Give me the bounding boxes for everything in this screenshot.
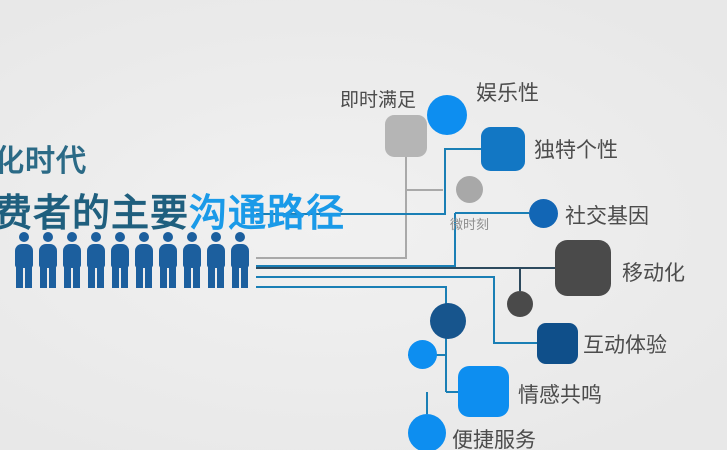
person-head — [235, 232, 245, 242]
person-body — [159, 244, 177, 268]
person-head — [67, 232, 77, 242]
node-interactive-experience[interactable] — [537, 323, 578, 364]
person-leg-r — [97, 265, 104, 288]
person-leg-r — [193, 265, 200, 288]
person-body — [231, 244, 249, 268]
person-body — [63, 244, 81, 268]
person-leg-r — [49, 265, 56, 288]
node-entertainment[interactable] — [427, 95, 467, 135]
node-label-emotional-resonance: 情感共鸣 — [518, 384, 602, 407]
person-icon — [134, 232, 154, 288]
node-mobilization[interactable] — [555, 240, 611, 296]
node-label-unique-personality: 独特个性 — [534, 139, 618, 162]
person-leg-l — [112, 265, 119, 288]
page-title-line-1: 化时代 — [0, 145, 87, 178]
person-body — [15, 244, 33, 268]
person-leg-r — [73, 265, 80, 288]
person-leg-r — [217, 265, 224, 288]
person-leg-l — [64, 265, 71, 288]
person-body — [111, 244, 129, 268]
person-head — [187, 232, 197, 242]
consumer-people-group — [14, 232, 250, 288]
person-leg-l — [232, 265, 239, 288]
node-label-mobilization: 移动化 — [622, 262, 685, 285]
node-micro-moment[interactable] — [456, 176, 483, 203]
person-icon — [62, 232, 82, 288]
person-leg-l — [16, 265, 23, 288]
person-body — [39, 244, 57, 268]
node-label-convenient-service: 便捷服务 — [452, 429, 536, 450]
person-body — [207, 244, 225, 268]
person-icon — [230, 232, 250, 288]
person-head — [115, 232, 125, 242]
person-head — [139, 232, 149, 242]
person-icon — [158, 232, 178, 288]
person-leg-r — [121, 265, 128, 288]
person-icon — [110, 232, 130, 288]
node-label-instant-gratification: 即时满足 — [340, 90, 417, 111]
person-head — [43, 232, 53, 242]
person-head — [19, 232, 29, 242]
node-bright-node[interactable] — [408, 340, 437, 369]
person-icon — [38, 232, 58, 288]
person-leg-l — [136, 265, 143, 288]
node-label-social-gene: 社交基因 — [565, 205, 649, 228]
node-label-entertainment: 娱乐性 — [476, 82, 539, 105]
person-body — [135, 244, 153, 268]
node-unique-personality[interactable] — [481, 127, 525, 171]
node-label-interactive-experience: 互动体验 — [583, 334, 667, 357]
person-leg-l — [88, 265, 95, 288]
node-convenient-service[interactable] — [408, 414, 446, 450]
person-leg-r — [241, 265, 248, 288]
node-instant-gratification[interactable] — [385, 115, 427, 157]
person-icon — [86, 232, 106, 288]
node-social-gene[interactable] — [529, 199, 558, 228]
person-head — [163, 232, 173, 242]
node-label-micro-moment: 微时刻 — [450, 217, 490, 232]
node-deep-node[interactable] — [430, 303, 466, 339]
person-leg-r — [145, 265, 152, 288]
node-emotional-resonance[interactable] — [458, 366, 509, 417]
person-icon — [14, 232, 34, 288]
person-leg-l — [160, 265, 167, 288]
person-head — [211, 232, 221, 242]
person-body — [183, 244, 201, 268]
node-mobilization-dot[interactable] — [507, 291, 533, 317]
person-body — [87, 244, 105, 268]
person-icon — [206, 232, 226, 288]
person-leg-l — [40, 265, 47, 288]
person-leg-r — [25, 265, 32, 288]
page-title-prefix: 费者的主要 — [0, 193, 190, 235]
person-leg-l — [208, 265, 215, 288]
page-title-accent: 沟通路径 — [189, 193, 346, 235]
person-leg-l — [184, 265, 191, 288]
person-icon — [182, 232, 202, 288]
page-title-line-2: 费者的主要沟通路径 — [0, 182, 345, 237]
person-head — [91, 232, 101, 242]
person-leg-r — [169, 265, 176, 288]
